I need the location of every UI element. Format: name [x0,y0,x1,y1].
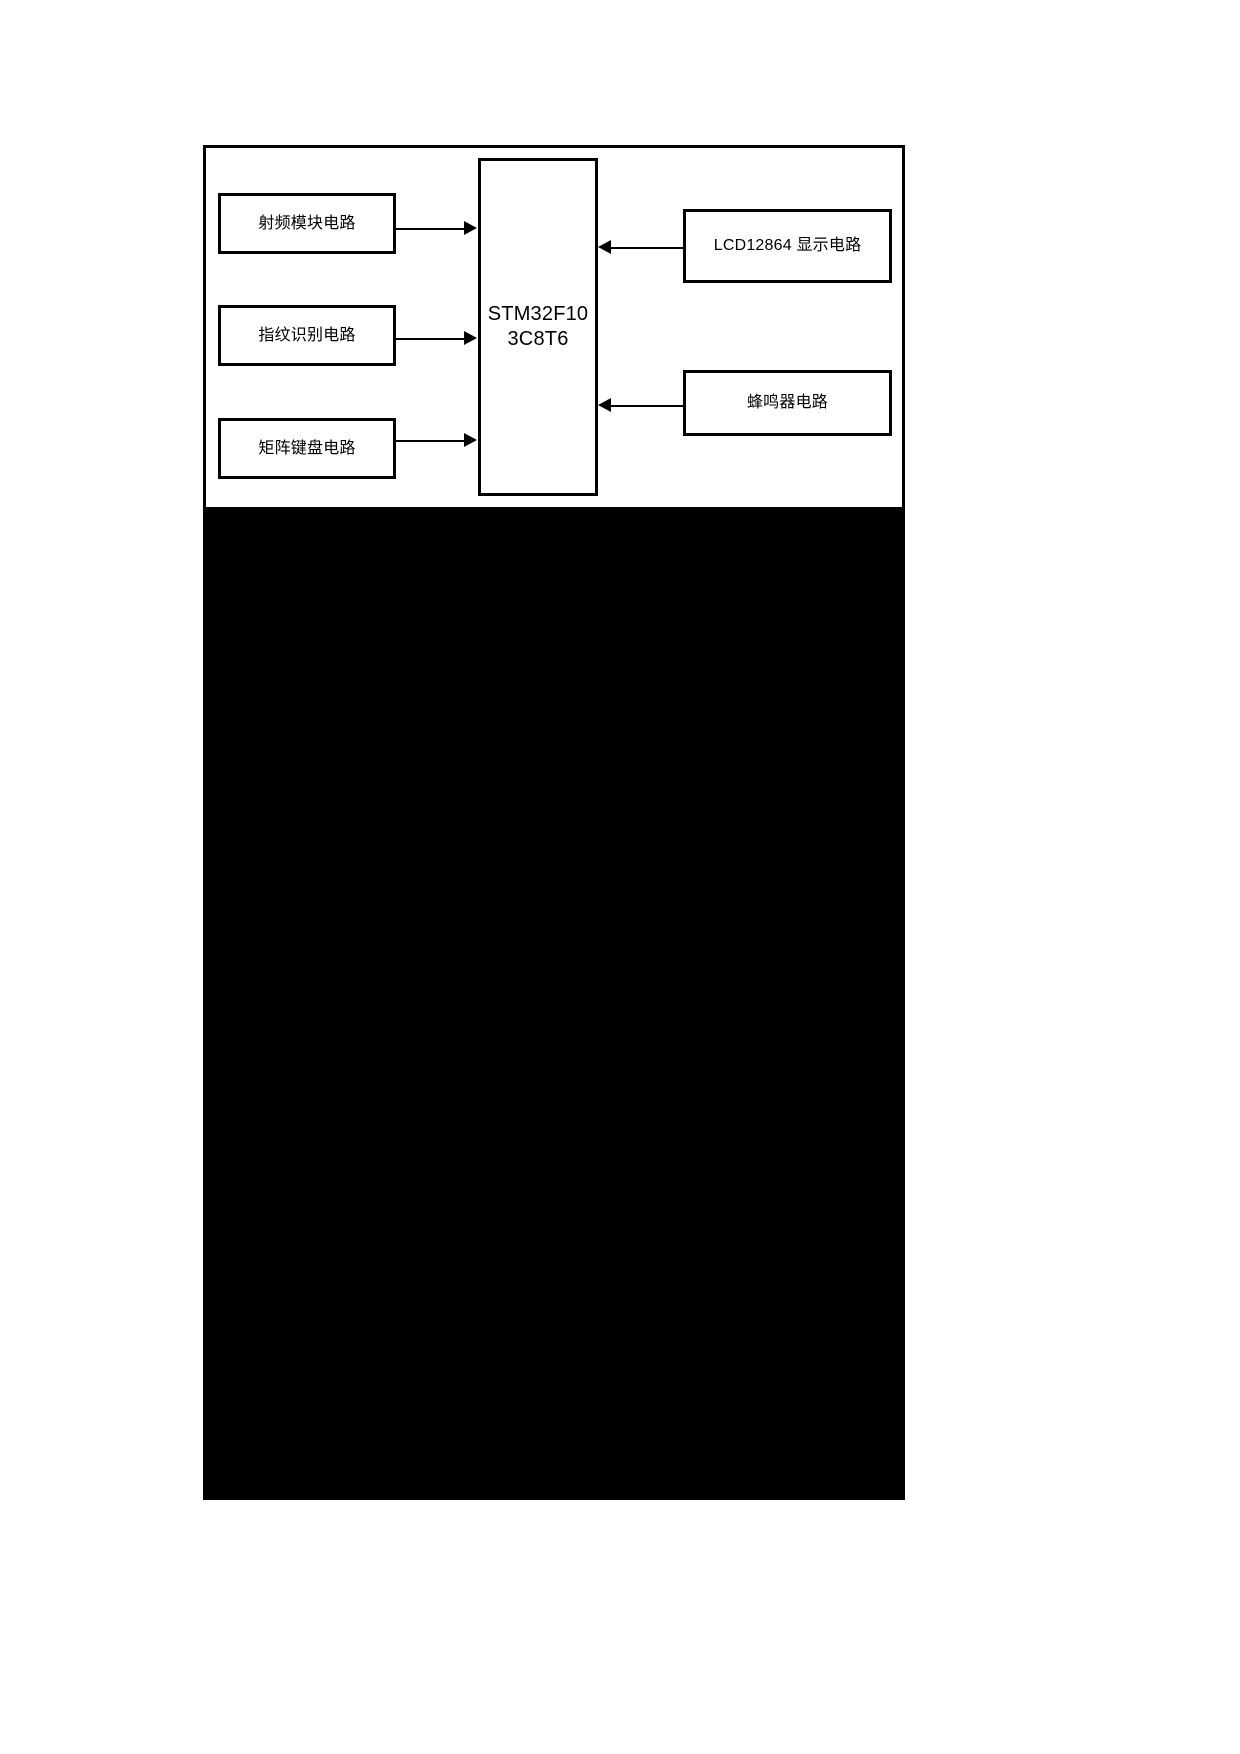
blacked-out-region [203,510,905,1500]
block-rf-module-circuit[interactable]: 射频模块电路 [218,193,396,254]
block-lcd12864-display-circuit-label: LCD12864 显示电路 [713,237,862,254]
connector-keypad-to-mcu [396,440,466,442]
block-matrix-keypad-circuit[interactable]: 矩阵键盘电路 [218,418,396,479]
arrow-head-keypad-to-mcu-icon [464,433,477,447]
block-mcu-stm32-label: STM32F103C8T6 [487,303,589,350]
connector-rf-to-mcu [396,228,466,230]
block-buzzer-circuit[interactable]: 蜂鸣器电路 [683,370,892,436]
block-fingerprint-circuit-label: 指纹识别电路 [258,326,356,344]
block-buzzer-circuit-label: 蜂鸣器电路 [746,394,828,411]
arrow-head-fingerprint-to-mcu-icon [464,331,477,345]
block-lcd12864-display-circuit[interactable]: LCD12864 显示电路 [683,209,892,283]
arrow-head-buzzer-to-mcu-icon [598,398,611,412]
block-rf-module-circuit-label: 射频模块电路 [258,214,356,232]
connector-fingerprint-to-mcu [396,338,466,340]
arrow-head-rf-to-mcu-icon [464,221,477,235]
arrow-head-lcd-to-mcu-icon [598,240,611,254]
block-fingerprint-circuit[interactable]: 指纹识别电路 [218,305,396,366]
connector-buzzer-to-mcu [611,405,683,407]
connector-lcd-to-mcu [611,247,683,249]
block-mcu-stm32[interactable]: STM32F103C8T6 [478,158,598,496]
block-matrix-keypad-circuit-label: 矩阵键盘电路 [258,439,356,457]
